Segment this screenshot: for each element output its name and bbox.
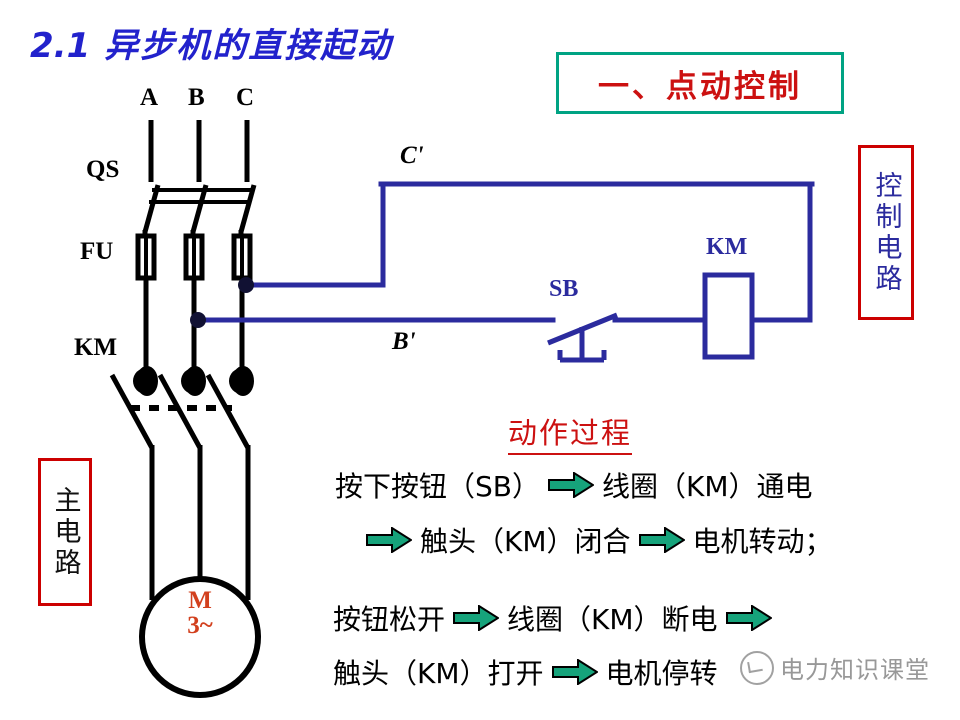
qs-blade-c xyxy=(238,184,257,233)
control-circuit-callout: 控制电路 xyxy=(858,145,914,320)
main-circuit-callout: 主电路 xyxy=(38,458,92,606)
phase-label-a: A xyxy=(140,84,159,111)
section-title-label: 一、点动控制 xyxy=(598,68,802,105)
process-segment: 线圈（KM）断电 xyxy=(507,603,718,636)
control-label-km: KM xyxy=(706,234,748,260)
qs-knife-switch xyxy=(142,184,257,233)
process-segment: 按下按钮（SB） xyxy=(335,470,540,503)
motor-leads xyxy=(149,445,251,600)
process-arrow-3-0 xyxy=(551,658,599,686)
junction-phase-b xyxy=(190,312,206,328)
wire-junction-dots xyxy=(190,277,254,328)
process-line-1: 按下按钮（SB） 线圈（KM）通电 xyxy=(335,465,813,505)
phase-label-b: B xyxy=(188,84,205,111)
process-segment: 触头（KM）闭合 xyxy=(420,525,631,558)
watermark: 电力知识课堂 xyxy=(740,650,930,685)
node-label-cprime: C' xyxy=(400,142,424,169)
process-segment: 电机停转 xyxy=(605,657,718,690)
control-circuit-wires xyxy=(194,181,815,323)
page-title-number: 2.1 xyxy=(30,26,91,66)
process-segment: 触头（KM）打开 xyxy=(333,657,544,690)
km-contact-blobs xyxy=(136,366,254,396)
main-circuit-label: 主电路 xyxy=(49,485,81,579)
control-label-sb: SB xyxy=(549,276,579,302)
device-label-km: KM xyxy=(74,334,118,361)
process-line-3: 按钮松开 线圈（KM）断电 xyxy=(333,598,780,638)
process-segment: 电机转动； xyxy=(692,525,833,558)
phase-label-c: C xyxy=(236,84,255,111)
main-circuit-wires xyxy=(148,120,250,182)
motor-symbol xyxy=(139,576,261,698)
motor-text: M 3~ xyxy=(170,588,230,638)
km-arm-a xyxy=(109,373,155,450)
device-label-fu: FU xyxy=(80,238,114,265)
process-arrow-1-0 xyxy=(366,526,413,554)
junction-phase-c xyxy=(238,277,254,293)
process-arrow-2-1 xyxy=(725,604,773,632)
km-coil xyxy=(702,272,755,360)
process-line-4: 触头（KM）打开 电机停转 xyxy=(333,652,718,692)
device-label-qs: QS xyxy=(86,156,120,183)
fu-fuses xyxy=(135,233,253,281)
process-arrow-0-0 xyxy=(547,471,595,499)
qs-link-bar xyxy=(149,188,252,204)
section-title-box: 一、点动控制 xyxy=(556,52,844,114)
qs-blade-b xyxy=(190,184,209,233)
process-arrow-1-1 xyxy=(638,526,686,554)
watermark-logo-icon xyxy=(740,650,774,685)
process-line-2: 触头（KM）闭合 电机转动； xyxy=(358,520,833,560)
motor-text-line2: 3~ xyxy=(187,612,213,639)
km-arm-b xyxy=(157,373,203,450)
km-arm-c xyxy=(205,373,251,450)
sb-push-button xyxy=(547,312,618,363)
km-moving-arms xyxy=(109,373,251,450)
qs-blade-a xyxy=(142,184,161,233)
node-label-bprime: B' xyxy=(392,328,416,355)
process-title: 动作过程 xyxy=(508,410,633,455)
motor-text-line1: M xyxy=(188,587,212,614)
process-segment: 线圈（KM）通电 xyxy=(601,470,813,503)
process-segment: 按钮松开 xyxy=(333,603,446,636)
control-circuit-label: 控制电路 xyxy=(870,170,902,295)
page-title-text: 异步机的直接起动 xyxy=(104,26,393,66)
watermark-text: 电力知识课堂 xyxy=(780,656,930,684)
process-arrow-2-0 xyxy=(453,604,500,632)
page-title: 2.1 异步机的直接起动 xyxy=(30,18,392,67)
